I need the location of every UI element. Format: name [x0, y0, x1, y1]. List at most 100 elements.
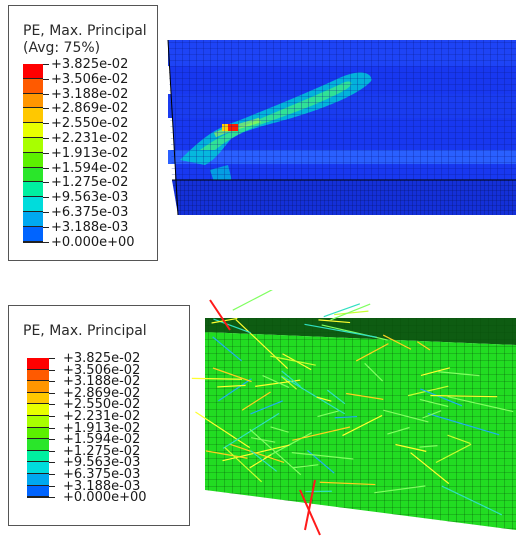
vector-arrow: [420, 367, 450, 377]
vector-arrow: [304, 323, 377, 338]
legend-value-label: +1.275e-02: [63, 443, 141, 459]
vector-arrow: [232, 290, 273, 311]
legend-color-swatch: [23, 123, 43, 138]
vector-arrow: [447, 396, 514, 413]
vector-arrow: [281, 370, 302, 388]
vector-arrow: [326, 389, 346, 405]
vector-arrow: [383, 409, 429, 423]
legend-value-label: +9.563e-03: [51, 190, 129, 206]
legend-color-swatch: [27, 485, 49, 498]
legend-value-label: +1.913e-02: [51, 145, 129, 161]
vector-arrow: [270, 426, 289, 433]
legend-value-label: +0.000e+00: [51, 234, 135, 250]
vector-arrow: [217, 384, 246, 388]
legend-color-swatch: [27, 450, 49, 463]
vector-arrow: [430, 394, 498, 398]
vector-arrow: [364, 362, 384, 382]
legend-panel: PE, Max. Principal +3.825e-02+3.506e-02+…: [8, 305, 190, 526]
vector-arrow: [292, 464, 319, 469]
vector-arrow: [447, 434, 471, 445]
vector-arrow: [395, 443, 427, 452]
vector-arrow: [334, 310, 369, 316]
vector-arrow: [195, 411, 251, 449]
vector-arrow: [281, 375, 345, 415]
vector-arrow: [330, 303, 371, 321]
legend-averaging: (Avg: 75%): [23, 40, 101, 56]
vector-arrow: [299, 489, 321, 536]
vector-arrow: [270, 355, 316, 366]
legend-value-label: +2.869e-02: [51, 101, 129, 117]
vector-arrow: [382, 334, 412, 350]
legend-color-swatch: [23, 182, 43, 198]
vector-arrow: [427, 412, 500, 436]
legend-value-label: +3.188e-03: [63, 478, 141, 494]
legend-value-label: +1.594e-02: [51, 160, 129, 176]
legend-color-swatch: [23, 197, 43, 212]
vector-arrow: [355, 343, 389, 362]
legend-color-swatch: [23, 138, 43, 153]
vector-arrow: [191, 377, 242, 380]
vector-arrow: [374, 485, 426, 494]
vector-arrow: [319, 481, 376, 486]
vector-arrow: [212, 336, 243, 362]
vector-arrow: [420, 388, 463, 407]
legend-color-swatch: [27, 358, 49, 370]
vector-arrow: [251, 437, 276, 443]
legend-panel: PE, Max. Principal (Avg: 75%) +3.825e-02…: [8, 5, 158, 261]
legend-value-label: +3.825e-02: [63, 351, 141, 366]
vector-arrow: [304, 479, 316, 531]
legend-color-swatch: [23, 64, 43, 79]
vector-arrow: [323, 303, 361, 318]
vector-arrow: [255, 379, 301, 387]
vector-arrow: [224, 447, 263, 483]
legend-value-label: +9.563e-03: [63, 455, 141, 471]
vector-arrow: [438, 371, 480, 377]
legend-color-swatch: [27, 416, 49, 428]
vector-arrow: [342, 414, 383, 437]
legend-color-swatch: [23, 93, 43, 109]
legend-value-label: +6.375e-03: [63, 467, 141, 482]
legend-value-label: +2.231e-02: [51, 131, 129, 146]
legend-color-swatch: [27, 462, 49, 474]
legend-title: PE, Max. Principal: [23, 323, 147, 339]
legend-color-swatch: [27, 369, 49, 382]
vector-arrow: [212, 367, 252, 383]
legend-value-label: +3.188e-02: [63, 374, 141, 390]
vector-arrow: [250, 450, 278, 472]
top-contour-plot[interactable]: [0, 0, 516, 262]
vector-arrow: [334, 415, 358, 419]
bottom-viewport-panel: PE, Max. Principal +3.825e-02+3.506e-02+…: [0, 290, 516, 539]
vector-arrow: [346, 392, 384, 400]
vector-arrow: [281, 376, 297, 390]
principal-direction-arrows: [191, 290, 514, 536]
vector-arrow: [229, 443, 285, 464]
bottom-vector-plot[interactable]: [0, 290, 516, 539]
legend-tick: [27, 497, 55, 499]
vector-arrow: [410, 452, 450, 485]
legend-color-swatch: [23, 167, 43, 183]
top-viewport-panel: PE, Max. Principal (Avg: 75%) +3.825e-02…: [0, 0, 516, 262]
vector-arrow: [205, 450, 248, 459]
vector-arrow: [250, 400, 283, 415]
legend-value-label: +6.375e-03: [51, 205, 129, 220]
legend-title: PE, Max. Principal: [23, 23, 147, 39]
vector-arrow: [416, 341, 431, 351]
legend-color-swatch: [27, 427, 49, 440]
legend-value-label: +2.231e-02: [63, 409, 141, 424]
legend-color-swatch: [23, 108, 43, 124]
legend-color-swatch: [27, 392, 49, 405]
legend-color-swatch: [23, 152, 43, 168]
legend-value-label: +3.506e-02: [63, 362, 141, 378]
vector-arrow: [317, 410, 339, 418]
vector-arrow: [387, 426, 410, 435]
legend-color-swatch: [27, 474, 49, 486]
legend-color-swatch: [27, 439, 49, 451]
legend-color-swatch: [23, 226, 43, 242]
vector-arrow: [249, 428, 302, 476]
legend-color-swatch: [23, 78, 43, 94]
legend-value-label: +3.188e-03: [51, 219, 129, 235]
legend-value-label: +2.869e-02: [63, 385, 141, 401]
legend-value-label: +3.825e-02: [51, 57, 129, 72]
vector-arrow: [209, 299, 231, 331]
legend-value-label: +2.550e-02: [51, 116, 129, 132]
